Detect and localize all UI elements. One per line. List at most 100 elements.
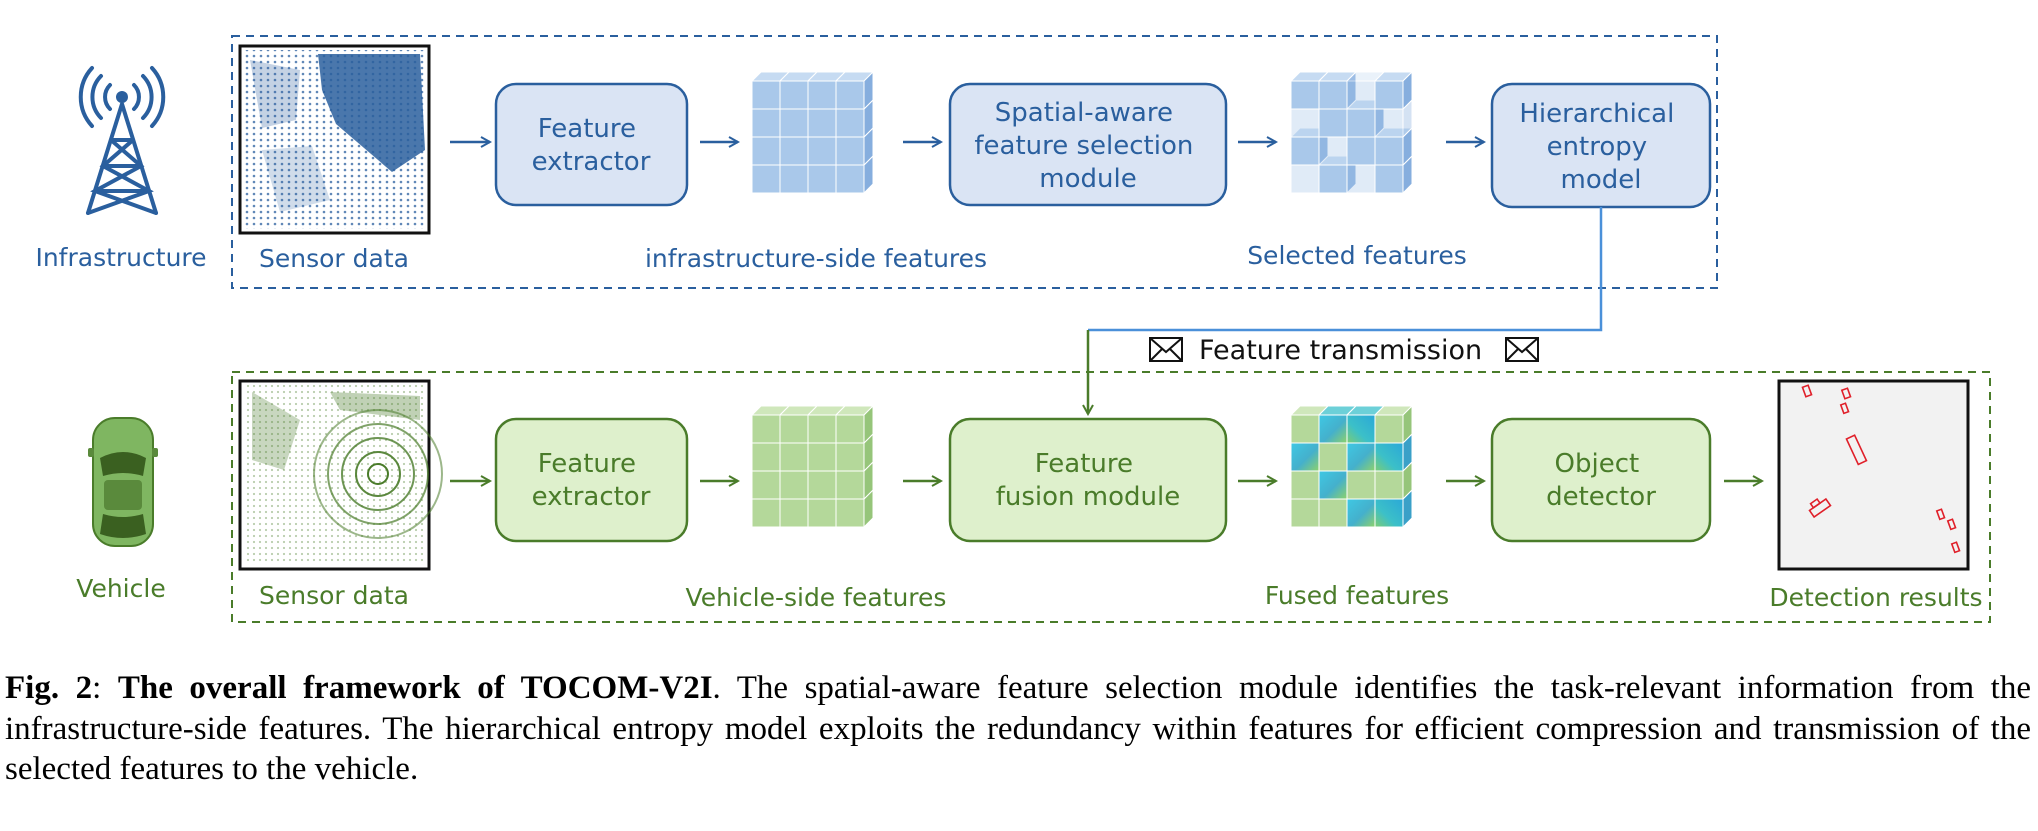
entropy-model-line: model <box>1561 165 1642 195</box>
caption-body: . The spatial-aware feature selection mo… <box>5 670 2031 788</box>
feature-cube-face <box>1290 136 1320 166</box>
figure-title: The overall framework of TOCOM-V2I <box>117 670 713 706</box>
framework-diagram: Infrastructure Sensor data Feature extra… <box>35 35 1991 623</box>
vehicle-sensor-caption: Sensor data <box>259 581 409 610</box>
feature-cube-face <box>1374 470 1404 500</box>
fused-features-caption: Fused features <box>1265 581 1449 610</box>
feature-cube-face <box>1374 136 1404 166</box>
feature-cube-face <box>751 164 781 194</box>
infrastructure-feature-extractor <box>494 82 689 207</box>
infrastructure-extractor-line: extractor <box>532 147 651 177</box>
svg-text:Feature extractor: Feature extractor <box>532 114 651 177</box>
envelope-icon <box>1149 337 1183 362</box>
transmission-path-infra <box>1088 207 1603 332</box>
detection-results-caption: Detection results <box>1769 583 1982 612</box>
feature-cube-face <box>1290 80 1320 110</box>
feature-cube-face <box>835 108 865 138</box>
feature-cube-face <box>779 498 809 528</box>
caption-separator: : <box>92 670 118 706</box>
feature-cube-face <box>1318 498 1348 528</box>
feature-cube-face <box>835 164 865 194</box>
feature-cube-face <box>1318 136 1348 166</box>
feature-cube-face <box>751 470 781 500</box>
feature-cube-face <box>807 80 837 110</box>
infrastructure-features-caption: infrastructure-side features <box>645 244 987 273</box>
feature-cube-face <box>779 470 809 500</box>
feature-cube-face <box>1290 470 1320 500</box>
entropy-model-line: entropy <box>1547 132 1648 162</box>
detection-results-image <box>1777 379 1970 571</box>
feature-cube-face <box>1290 164 1320 194</box>
detector-line: detector <box>1546 482 1656 512</box>
feature-cube-face <box>1318 470 1348 500</box>
feature-cube-face <box>1290 414 1320 444</box>
feature-cube-face <box>779 108 809 138</box>
object-detector <box>1490 417 1712 543</box>
feature-cube-face <box>1290 108 1320 138</box>
transmission-label: Feature transmission <box>1199 335 1482 366</box>
feature-cube-face <box>835 80 865 110</box>
feature-cube-face <box>1346 164 1376 194</box>
feature-cube-face <box>1346 442 1376 472</box>
feature-cube-face <box>807 442 837 472</box>
feature-cube-face <box>1374 498 1404 528</box>
feature-cube-face <box>1374 442 1404 472</box>
feature-cube-face <box>1346 80 1376 110</box>
feature-cube-face <box>1374 414 1404 444</box>
feature-cube-face <box>1374 108 1404 138</box>
infrastructure-feature-grid <box>750 70 875 195</box>
feature-cube-face <box>835 470 865 500</box>
feature-fusion-module <box>948 417 1228 543</box>
car-icon <box>88 417 158 547</box>
feature-cube-face <box>1318 108 1348 138</box>
selected-features-caption: Selected features <box>1247 241 1467 270</box>
figure-caption: Fig. 2: The overall framework of TOCOM-V… <box>5 668 2031 790</box>
detector-line: Object <box>1555 449 1640 479</box>
feature-cube-face <box>1346 414 1376 444</box>
feature-cube-face <box>807 164 837 194</box>
svg-text:Object detector: Object detector <box>1546 449 1656 512</box>
fused-feature-grid <box>1289 404 1414 529</box>
entropy-model-line: Hierarchical <box>1519 99 1674 129</box>
selected-feature-grid <box>1289 70 1414 195</box>
feature-cube-face <box>1290 498 1320 528</box>
feature-cube-face <box>1318 164 1348 194</box>
feature-cube-face <box>1346 108 1376 138</box>
feature-cube-face <box>1374 164 1404 194</box>
feature-cube-face <box>751 136 781 166</box>
feature-cube-face <box>779 136 809 166</box>
vehicle-sensor-image <box>238 379 443 571</box>
selection-module-line: module <box>1039 164 1136 194</box>
vehicle-region <box>231 371 1991 623</box>
selection-module-line: Spatial-aware <box>995 98 1173 128</box>
svg-text:Feature fusion module: Feature fusion module <box>996 449 1181 512</box>
feature-cube-face <box>779 164 809 194</box>
infrastructure-region <box>231 35 1718 289</box>
feature-cube-face <box>1346 498 1376 528</box>
feature-cube-face <box>1290 442 1320 472</box>
feature-cube-face <box>1374 80 1404 110</box>
feature-cube-face <box>807 108 837 138</box>
feature-cube-face <box>1318 414 1348 444</box>
feature-cube-face <box>751 108 781 138</box>
feature-cube-face <box>779 80 809 110</box>
svg-text:Hierarchical entropy m: Hierarchical entropy model <box>1519 99 1682 195</box>
vehicle-features-caption: Vehicle-side features <box>686 583 947 612</box>
feature-cube-face <box>835 498 865 528</box>
feature-cube-face <box>779 414 809 444</box>
feature-cube-face <box>835 136 865 166</box>
feature-cube-face <box>779 442 809 472</box>
vehicle-feature-extractor <box>494 417 689 543</box>
fusion-module-line: Feature <box>1035 449 1133 479</box>
infrastructure-label: Infrastructure <box>35 243 206 272</box>
feature-cube-face <box>751 414 781 444</box>
envelope-icon <box>1505 337 1539 362</box>
feature-cube-face <box>751 498 781 528</box>
tower-icon <box>78 66 166 215</box>
vehicle-extractor-line: extractor <box>532 482 651 512</box>
svg-text:Feature extractor: Feature extractor <box>532 449 651 512</box>
feature-cube-face <box>807 414 837 444</box>
vehicle-feature-grid <box>750 404 875 529</box>
feature-cube-face <box>807 470 837 500</box>
feature-cube-face <box>835 414 865 444</box>
